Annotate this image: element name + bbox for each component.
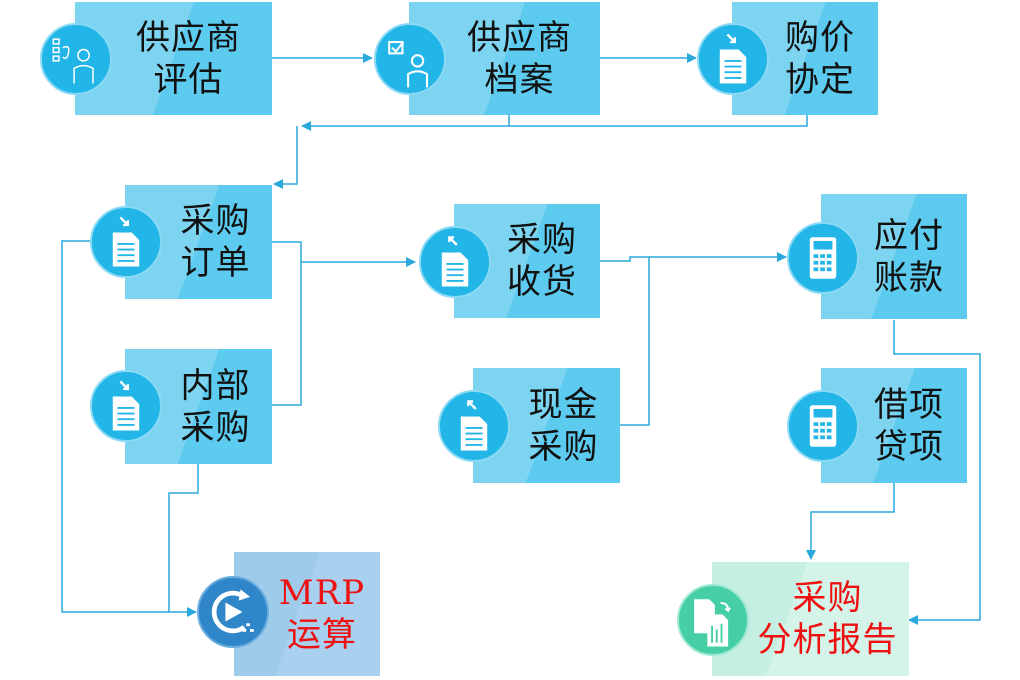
node-label: 采购 收货 (507, 220, 577, 302)
edge-price-agreement-to-purchase-order (301, 115, 808, 131)
edge-internal-to-mrp (168, 464, 199, 612)
node-label: 供应商 档案 (467, 17, 572, 100)
calculator-icon (787, 390, 859, 462)
edge-debit-credit-to-report (806, 483, 895, 560)
edge-purchase-order-to-bus (272, 241, 302, 406)
checklist-person-icon (40, 23, 112, 95)
node-label: 应付 账款 (874, 215, 944, 298)
node-supplier-file[interactable]: 供应商 档案 (409, 2, 600, 115)
node-label: 采购 分析报告 (757, 578, 898, 660)
node-label: 采购 订单 (180, 201, 251, 283)
document-in-icon (90, 370, 162, 442)
play-cycle-icon (197, 576, 269, 648)
edge-receipt-to-payable (600, 252, 787, 262)
document-in-icon (697, 23, 769, 95)
calculator-icon (787, 222, 859, 294)
node-label: MRP 运算 (278, 573, 366, 655)
node-label: 现金 采购 (528, 384, 599, 467)
checkbox-person-icon (374, 23, 446, 95)
edge-back-to-purchase-order (273, 126, 298, 189)
document-out-icon (438, 390, 510, 462)
report-chart-icon (677, 584, 749, 656)
document-out-icon (419, 226, 491, 298)
edge-cash-to-payable (620, 257, 650, 426)
node-label: 内部 采购 (180, 365, 251, 448)
node-label: 借项 贷项 (874, 384, 944, 467)
node-label: 供应商 评估 (136, 17, 241, 100)
node-label: 购价 协定 (785, 17, 855, 100)
document-in-icon (90, 206, 162, 278)
